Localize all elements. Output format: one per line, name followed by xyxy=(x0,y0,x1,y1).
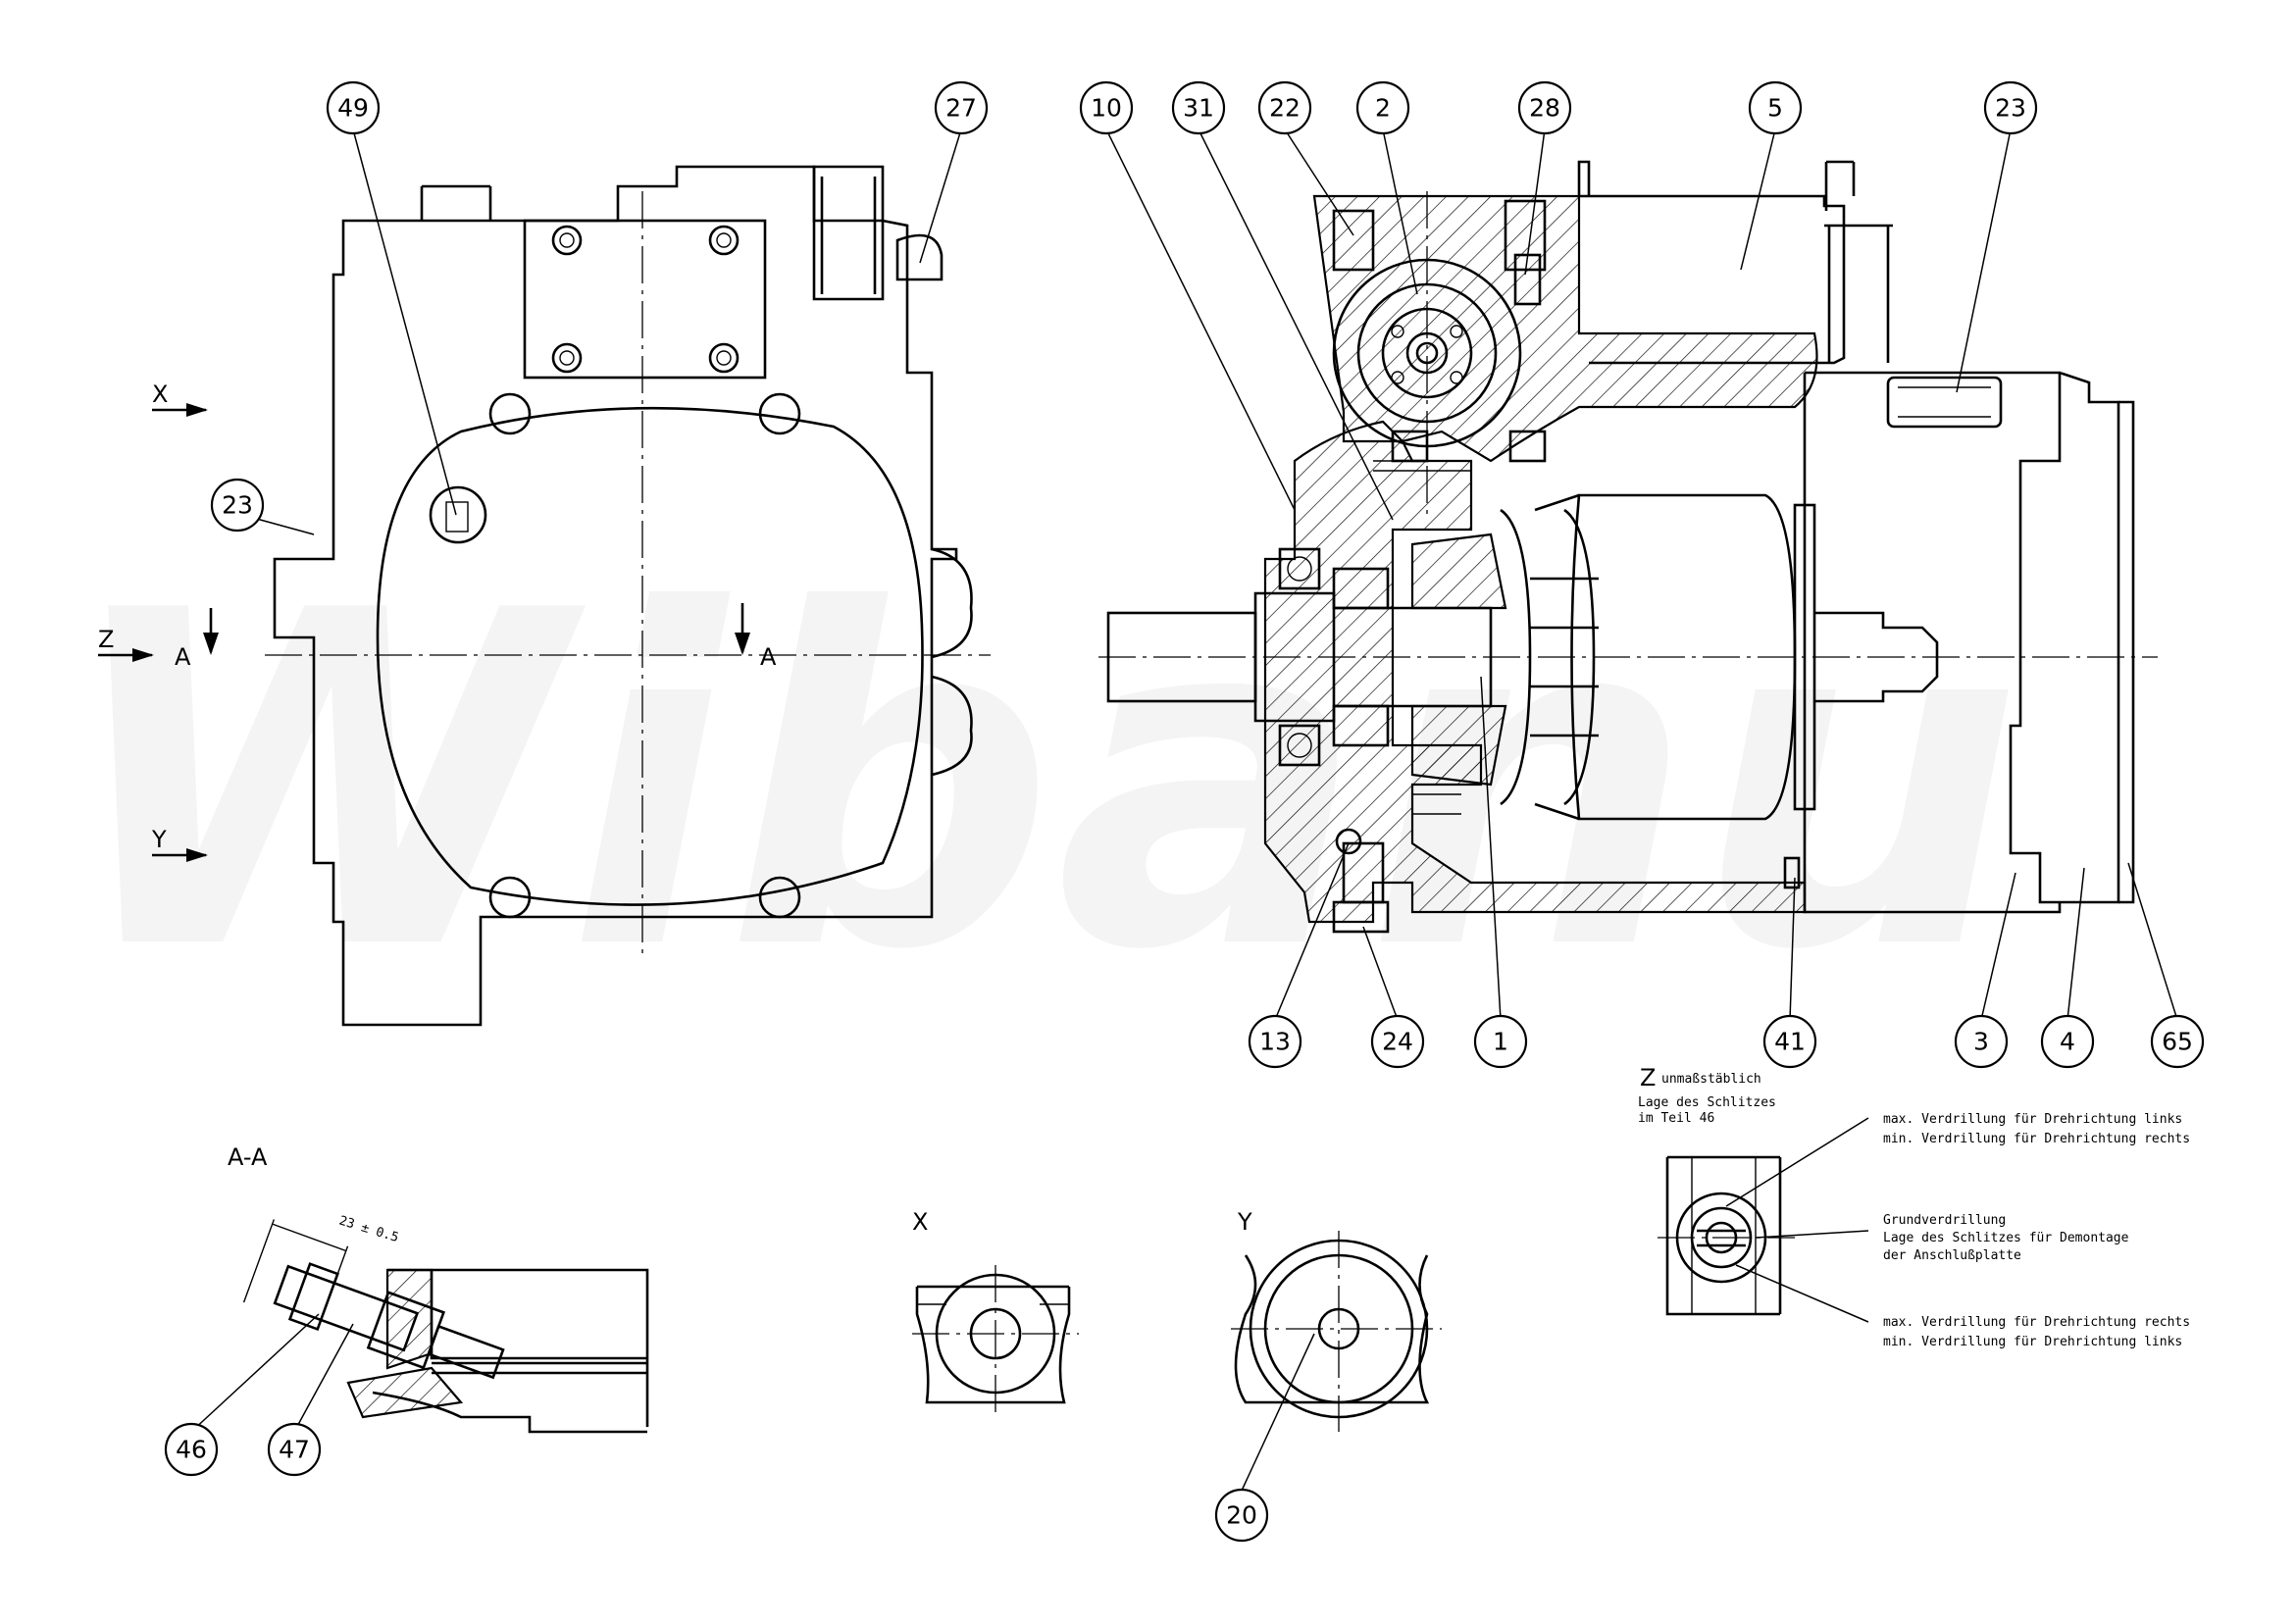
callout-28: 28 xyxy=(1517,80,1572,135)
callout-47: 47 xyxy=(267,1422,322,1477)
section-a-left-label: A xyxy=(175,643,191,671)
callout-13: 13 xyxy=(1248,1014,1302,1069)
section-a-a: A-A 23 ± 0.5 xyxy=(228,1143,649,1434)
z-note-max-right-1: max. Verdrillung für Drehrichtung rechts xyxy=(1883,1315,2190,1330)
section-a-right-label: A xyxy=(760,643,777,671)
callout-47-label: 47 xyxy=(279,1436,310,1464)
callout-4: 4 xyxy=(2040,1014,2095,1069)
z-note-basic-1: Grundverdrillung xyxy=(1883,1213,2006,1228)
callout-49-label: 49 xyxy=(337,94,369,123)
detail-z: Z unmaßstäblich Lage des Schlitzes im Te… xyxy=(1638,1064,2190,1349)
callout-5: 5 xyxy=(1748,80,1803,135)
callout-23-top: 23 xyxy=(1983,80,2038,135)
callout-20: 20 xyxy=(1214,1488,1269,1543)
section-title: A-A xyxy=(228,1143,268,1171)
callout-5-label: 5 xyxy=(1767,94,1783,123)
callout-22: 22 xyxy=(1257,80,1312,135)
detail-z-label: Z xyxy=(1640,1064,1656,1091)
callout-23-left: 23 xyxy=(210,478,265,533)
detail-y: Y xyxy=(1231,1208,1442,1432)
callout-23-top-label: 23 xyxy=(1995,94,2026,123)
y-view-label: Y xyxy=(151,826,167,853)
z-view-label: Z xyxy=(98,626,114,653)
callout-24: 24 xyxy=(1370,1014,1425,1069)
detail-x-label: X xyxy=(912,1208,928,1236)
callout-13-label: 13 xyxy=(1259,1028,1291,1056)
callout-65-label: 65 xyxy=(2162,1028,2193,1056)
callout-1-label: 1 xyxy=(1493,1028,1508,1056)
callout-31-label: 31 xyxy=(1183,94,1214,123)
callout-27-label: 27 xyxy=(945,94,977,123)
callout-2-label: 2 xyxy=(1375,94,1391,123)
callout-2: 2 xyxy=(1355,80,1410,135)
z-note-basic-3: der Anschlußplatte xyxy=(1883,1248,2021,1263)
z-note-slot-position-1: Lage des Schlitzes xyxy=(1638,1095,1776,1110)
callout-65: 65 xyxy=(2150,1014,2205,1069)
callout-28-label: 28 xyxy=(1529,94,1560,123)
callout-46-label: 46 xyxy=(176,1436,207,1464)
callout-27: 27 xyxy=(934,80,989,135)
watermark-text: Wibanu xyxy=(59,514,2022,1050)
detail-x: X xyxy=(912,1208,1079,1412)
z-note-basic-2: Lage des Schlitzes für Demontage xyxy=(1883,1231,2129,1245)
callout-3-label: 3 xyxy=(1973,1028,1989,1056)
detail-y-label: Y xyxy=(1237,1208,1252,1236)
callout-49: 49 xyxy=(326,80,381,135)
x-view-label: X xyxy=(152,381,168,408)
callout-4-label: 4 xyxy=(2060,1028,2075,1056)
dimension-label: 23 ± 0.5 xyxy=(337,1213,400,1245)
callout-10-label: 10 xyxy=(1091,94,1122,123)
z-note-max-left-2: min. Verdrillung für Drehrichtung rechts xyxy=(1883,1132,2190,1146)
section-view xyxy=(1098,160,2158,934)
callout-46: 46 xyxy=(164,1422,219,1477)
callout-41-label: 41 xyxy=(1774,1028,1806,1056)
callout-24-label: 24 xyxy=(1382,1028,1413,1056)
callout-31: 31 xyxy=(1171,80,1226,135)
callout-23-left-label: 23 xyxy=(222,491,253,520)
z-note-slot-position-2: im Teil 46 xyxy=(1638,1111,1714,1126)
callout-20-label: 20 xyxy=(1226,1501,1257,1530)
callout-41: 41 xyxy=(1762,1014,1817,1069)
callout-1: 1 xyxy=(1473,1014,1528,1069)
z-note-max-right-2: min. Verdrillung für Drehrichtung links xyxy=(1883,1335,2182,1349)
callouts: 49 27 10 31 22 2 28 5 23 23 13 24 1 41 3… xyxy=(164,80,2205,1543)
end-view: X Z Y A A xyxy=(98,165,991,1027)
callout-22-label: 22 xyxy=(1269,94,1301,123)
callout-3: 3 xyxy=(1954,1014,2009,1069)
detail-z-scale: unmaßstäblich xyxy=(1661,1072,1761,1087)
callout-10: 10 xyxy=(1079,80,1134,135)
z-note-max-left-1: max. Verdrillung für Drehrichtung links xyxy=(1883,1112,2182,1127)
